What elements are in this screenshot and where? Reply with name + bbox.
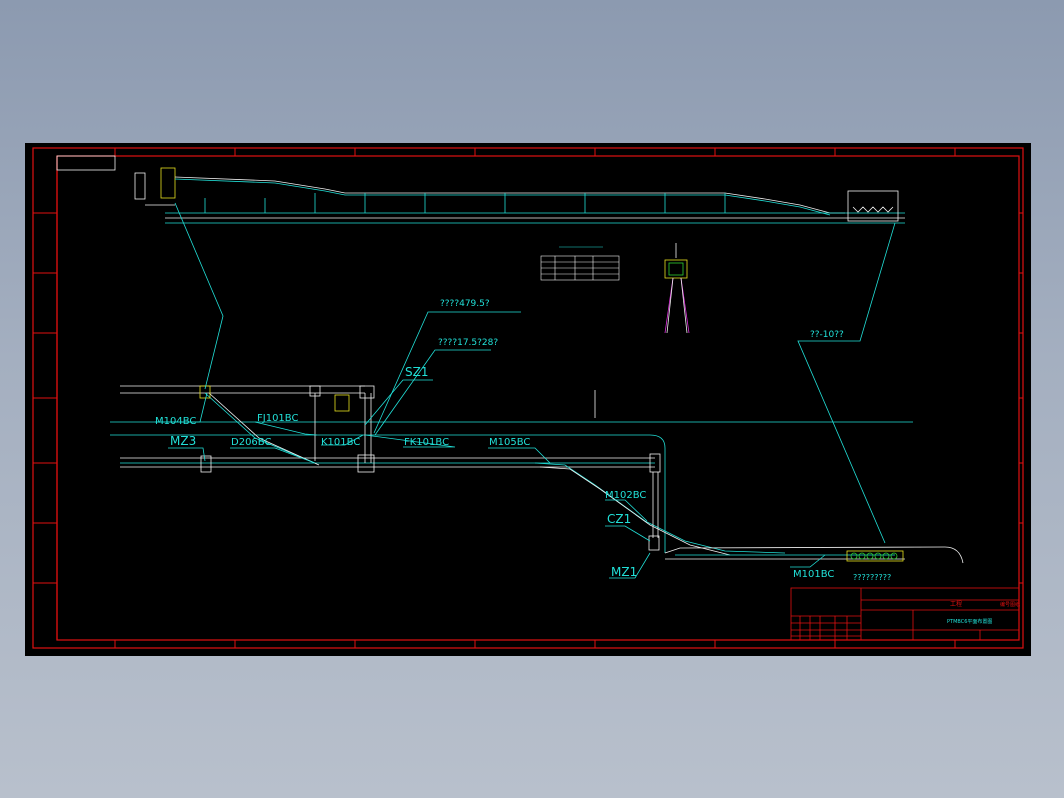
label-fj101bc: FJ101BC xyxy=(257,413,298,424)
label-slope-note: ??-10?? xyxy=(810,330,844,340)
corner-stamp xyxy=(56,155,116,171)
label-sz1: SZ1 xyxy=(405,365,428,379)
title-block xyxy=(790,587,1020,641)
label-mz3: MZ3 xyxy=(170,434,196,448)
cad-drawing: ????479.5? ????17.5?28? SZ1 ??-10?? M104… xyxy=(32,147,1024,649)
label-m101bc: M101BC xyxy=(793,569,834,580)
zone-ticks xyxy=(33,148,1023,648)
label-mz1: MZ1 xyxy=(611,565,637,579)
plan-view xyxy=(110,385,964,564)
labels: ????479.5? ????17.5?28? SZ1 ??-10?? M104… xyxy=(155,299,891,582)
title-header-right: 编号图纸 xyxy=(1000,601,1020,608)
label-m105bc: M105BC xyxy=(489,437,530,448)
label-angle1: ????479.5? xyxy=(440,299,490,309)
support-detail xyxy=(664,243,690,334)
elevation-view xyxy=(134,167,905,224)
spec-table xyxy=(540,246,620,281)
label-m104bc: M104BC xyxy=(155,416,196,427)
leader-lines xyxy=(155,202,896,579)
label-fk101bc: FK101BC xyxy=(404,437,449,448)
label-angle2: ????17.5?28? xyxy=(438,338,498,348)
label-station-note: ????????? xyxy=(853,573,891,582)
cad-drawing-canvas[interactable]: ????479.5? ????17.5?28? SZ1 ??-10?? M104… xyxy=(25,143,1031,656)
label-d206bc: D206BC xyxy=(231,437,271,448)
title-drawing-name: PTMBC6平面布置图 xyxy=(947,618,992,625)
label-m102bc: M102BC xyxy=(605,490,646,501)
label-cz1: CZ1 xyxy=(607,512,631,526)
title-header-left: 工程 xyxy=(950,600,962,608)
label-k101bc: K101BC xyxy=(321,437,360,448)
